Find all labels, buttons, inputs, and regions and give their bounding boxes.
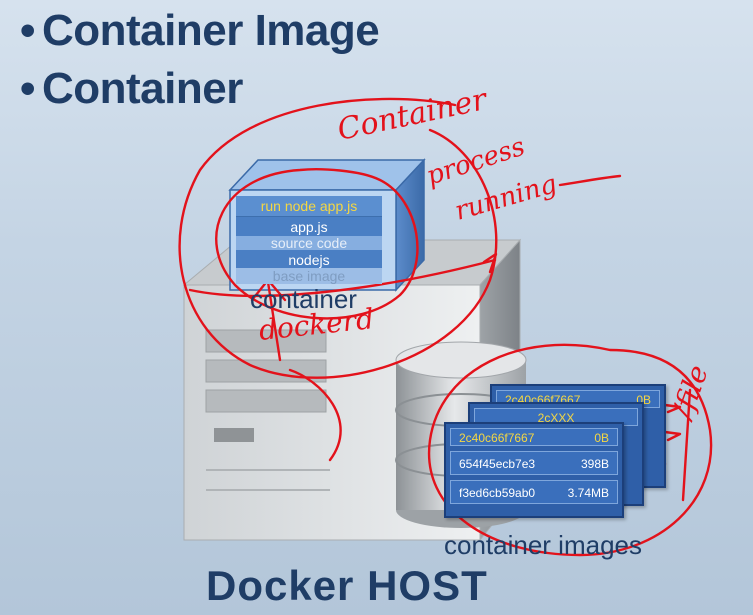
image-id: 654f45ecb7e3 (459, 457, 536, 471)
image-id: f3ed6cb59ab0 (459, 486, 536, 500)
image-size: 398B (580, 457, 609, 471)
handwriting-annotations (178, 97, 713, 557)
bullet-text: Container Image (42, 6, 380, 55)
container-label: container (250, 284, 357, 314)
image-id: 2c40c66f7667 (459, 431, 535, 445)
annotation-bracket (681, 388, 692, 502)
annotation-loop-images (427, 343, 713, 557)
annotation-tick-1 (663, 403, 682, 414)
bullet-marker: • (20, 6, 35, 55)
bullet-text: Container (42, 64, 243, 113)
annotation-line-host (188, 258, 497, 298)
layer-command: run node app.js (236, 196, 382, 217)
image-row: f3ed6cb59ab0 3.74MB (450, 480, 618, 504)
annotation-curve (288, 368, 342, 462)
layer-source: source code (236, 236, 382, 252)
layer-runtime: nodejs (236, 250, 382, 271)
bullet-container: •Container (20, 64, 243, 114)
bullet-marker: • (20, 64, 35, 113)
annotation-loop-large (178, 97, 498, 379)
image-row: 654f45ecb7e3 398B (450, 451, 618, 475)
docker-host-label: Docker HOST (206, 562, 488, 609)
image-card-front: 2c40c66f7667 0B 654f45ecb7e3 398B f3ed6c… (444, 422, 624, 518)
image-size: 3.74MB (567, 486, 609, 500)
annotation-stroke (558, 174, 622, 187)
layer-base: base image (236, 268, 382, 284)
image-size: 0B (594, 431, 609, 445)
annotation-arrow-head (482, 252, 498, 274)
annotation-container-text: Container (334, 82, 491, 148)
container-images-label: container images (444, 530, 642, 560)
annotation-tick-2 (663, 430, 682, 442)
image-id: 2cXXX (537, 411, 575, 425)
annotation-loop-inner (215, 168, 419, 320)
image-row: 2c40c66f7667 0B (450, 428, 618, 446)
bullet-container-image: •Container Image (20, 6, 380, 56)
